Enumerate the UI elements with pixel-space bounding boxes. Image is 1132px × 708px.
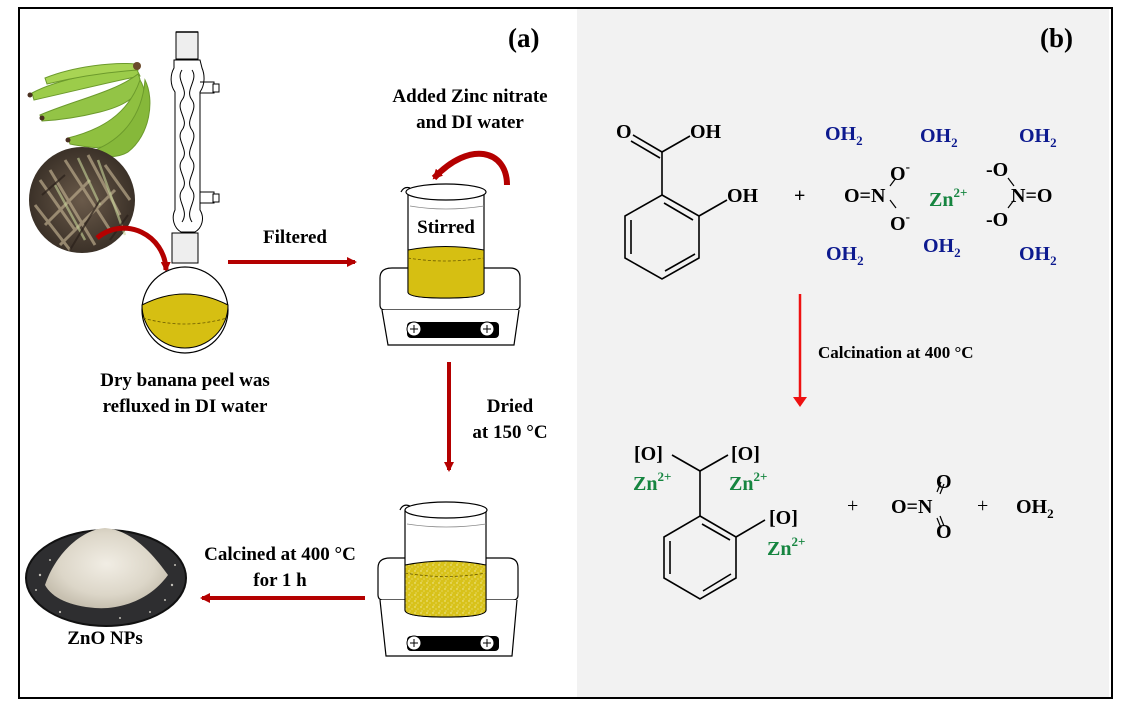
nitrate-right-o-bottom: -O bbox=[986, 209, 1009, 231]
added-zinc-nitrate-label-line2: and DI water bbox=[416, 112, 524, 133]
dry-banana-peel-icon bbox=[29, 147, 135, 253]
stirred-beaker-hotplate-icon bbox=[379, 150, 521, 346]
plus-sign-1: + bbox=[794, 185, 806, 207]
nitrate-right-n-o: N=O bbox=[1011, 185, 1053, 207]
nitrate-left-o-bottom: O- bbox=[890, 209, 910, 235]
reflux-condenser-icon bbox=[170, 31, 220, 264]
carbonyl-oxygen-label: O bbox=[616, 121, 632, 143]
plus-sign-3: + bbox=[977, 495, 989, 517]
product-oxygen-2: [O] bbox=[731, 443, 760, 465]
round-bottom-flask-icon bbox=[141, 266, 229, 354]
no2-o-n: O=N bbox=[891, 496, 933, 518]
water-ligand-1: OH2 bbox=[825, 123, 863, 148]
water-ligand-5: OH2 bbox=[923, 235, 961, 260]
figure-frame bbox=[18, 7, 1113, 699]
stirred-label: Stirred bbox=[417, 217, 475, 238]
water-ligand-3: OH2 bbox=[1019, 125, 1057, 150]
phenol-oh-label: OH bbox=[727, 185, 759, 207]
calcined-label-line2: for 1 h bbox=[253, 570, 307, 591]
product-oxygen-3: [O] bbox=[769, 507, 798, 529]
reflux-step-label-line2: refluxed in DI water bbox=[102, 396, 268, 417]
dried-beaker-hotplate-icon bbox=[377, 501, 519, 657]
product-zinc-3: Zn2+ bbox=[767, 534, 806, 560]
plus-sign-2: + bbox=[847, 495, 859, 517]
water-product: OH2 bbox=[1016, 496, 1054, 521]
zno-nps-label: ZnO NPs bbox=[67, 628, 143, 649]
panel-a-label: (a) bbox=[508, 23, 540, 53]
calcined-label-line1: Calcined at 400 °C bbox=[204, 544, 356, 565]
product-zinc-2: Zn2+ bbox=[729, 469, 768, 495]
nitrate-right-o-top: -O bbox=[986, 159, 1009, 181]
water-ligand-6: OH2 bbox=[1019, 243, 1057, 268]
acid-oh-label: OH bbox=[690, 121, 722, 143]
product-zinc-1: Zn2+ bbox=[633, 469, 672, 495]
zinc-ion-label: Zn2+ bbox=[929, 185, 968, 211]
water-ligand-4: OH2 bbox=[826, 243, 864, 268]
nitrate-bonds bbox=[889, 177, 1015, 529]
water-ligand-2: OH2 bbox=[920, 125, 958, 150]
dried-label-line1: Dried bbox=[486, 396, 534, 417]
zinc-salicylate-product-structure bbox=[663, 454, 766, 600]
peel-to-flask-arrow bbox=[95, 225, 171, 272]
reflux-step-label-line1: Dry banana peel was bbox=[100, 370, 270, 391]
no2-o-top: O bbox=[936, 471, 952, 493]
filtered-label: Filtered bbox=[262, 227, 327, 248]
added-zinc-nitrate-label-line1: Added Zinc nitrate bbox=[392, 86, 548, 107]
no2-o-bottom: O bbox=[936, 521, 952, 543]
dried-label-line2: at 150 °C bbox=[472, 422, 548, 443]
add-reagent-arrow bbox=[431, 150, 510, 186]
nitrate-left-o-top: O- bbox=[890, 159, 910, 185]
zno-powder-dish-icon bbox=[25, 528, 187, 627]
calcination-label: Calcination at 400 °C bbox=[818, 343, 974, 362]
product-oxygen-1: [O] bbox=[634, 443, 663, 465]
salicylic-acid-structure bbox=[624, 134, 728, 280]
panel-b-label: (b) bbox=[1040, 23, 1073, 53]
banana-bunch-icon bbox=[27, 62, 151, 158]
nitrate-left-o-n: O=N bbox=[844, 185, 886, 207]
panel-b-background bbox=[577, 9, 1109, 697]
